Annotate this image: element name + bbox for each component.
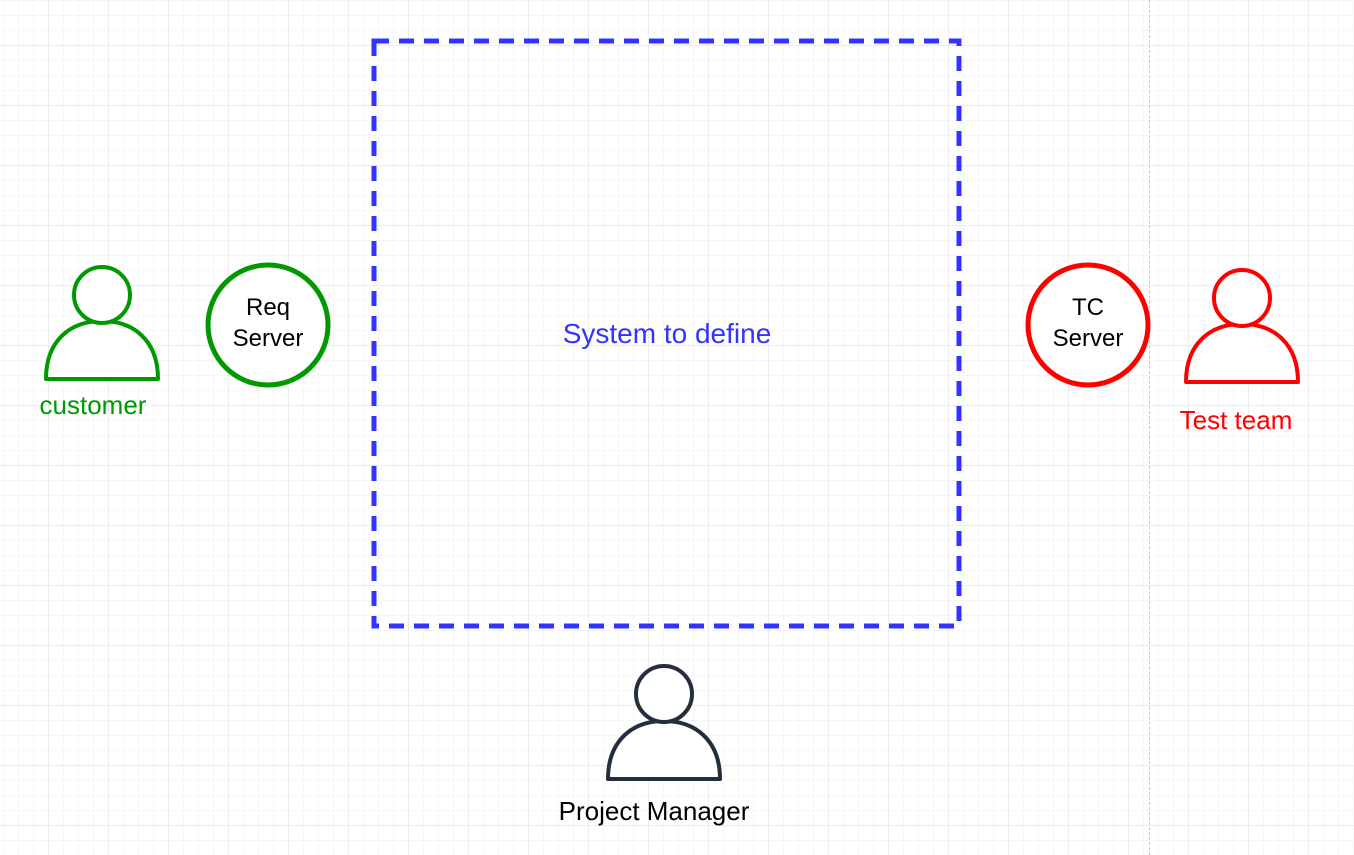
req-server-label-line2: Server (232, 325, 304, 352)
test-team-label: Test team (1179, 405, 1293, 435)
page-break-line (1149, 0, 1150, 855)
tc-server-label-line2: Server (1052, 325, 1124, 352)
system-boundary-box[interactable] (371, 38, 962, 629)
tc-server-label-line1: TC (1072, 294, 1104, 321)
customer-label: customer (39, 390, 147, 420)
project-manager-label: Project Manager (558, 796, 750, 826)
tc-server-circle[interactable] (1025, 262, 1151, 388)
customer-person-icon[interactable] (44, 265, 160, 381)
system-box-label: System to define (562, 318, 772, 349)
project-manager-person-icon[interactable] (606, 664, 722, 781)
req-server-circle[interactable] (205, 262, 331, 388)
req-server-label-line1: Req (245, 294, 291, 321)
test-team-person-icon[interactable] (1184, 268, 1300, 384)
